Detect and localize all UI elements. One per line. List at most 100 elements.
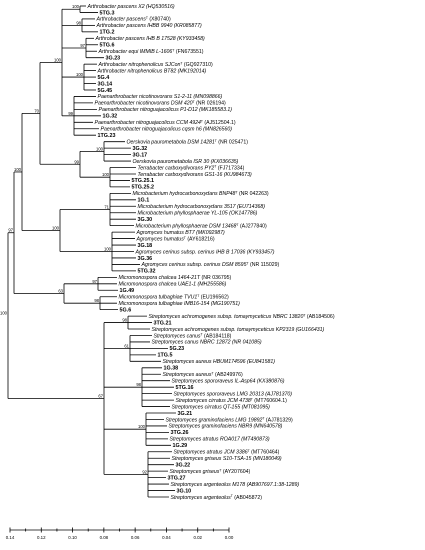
reference-taxon-label: Agromyces cerinus subsp. cerinus IHB B 1… [135, 249, 275, 255]
isolate-label: 5TG.3 [100, 10, 115, 16]
bootstrap-value: 100 [72, 4, 80, 9]
reference-taxon-label: Oerskovia paurometabola DSM 14281T (NR 0… [127, 139, 249, 146]
reference-taxon-label: Streptomyces aureusT (AB249976) [163, 371, 243, 378]
bootstrap-value: 100 [96, 146, 104, 151]
isolate-label: 1G.49 [120, 288, 135, 294]
isolate-label: 3G.10 [177, 488, 192, 494]
reference-taxon-label: Streptomyces argenteolus M178 (AB907697.… [171, 482, 300, 488]
bootstrap-value: 99 [68, 111, 73, 116]
bootstrap-value: 98 [122, 318, 127, 323]
isolate-label: 3G.32 [133, 146, 148, 152]
reference-taxon-label: Micromonospora tulbaghiae IMB16-154 (MG1… [119, 301, 241, 307]
reference-taxon-label: Paenarthrobacter nicotinovorans DSM 420T… [95, 100, 227, 107]
isolate-label: 3G.23 [106, 55, 121, 61]
isolate-label: 1TG.23 [98, 133, 116, 139]
isolate-label: 3TG.26 [171, 430, 189, 436]
reference-taxon-label: Streptomyces graminofaciens NBR9 (MN6405… [169, 424, 283, 430]
scale-tick-label: 0.08 [100, 535, 109, 540]
bootstrap-value: 100 [104, 247, 112, 252]
tree-branches [7, 5, 176, 498]
isolate-label: 3G.21 [178, 411, 193, 417]
reference-taxon-label: Streptomyces spororaveus LMG 20313 (AJ78… [174, 391, 293, 397]
reference-taxon-label: Paenarthrobacter nitroguajacolicus P1-D1… [99, 107, 233, 113]
bootstrap-value: 100 [54, 58, 62, 63]
bootstrap-value: 100 [138, 424, 146, 429]
isolate-label: 3TG.27 [168, 475, 186, 481]
tip-labels: Arthrobacter pascens X2 (HQ530516)5TG.3A… [87, 4, 335, 501]
scale-tick-label: 0.02 [193, 535, 202, 540]
reference-taxon-label: Arthrobacter nitrophenolicus BT82 (MK192… [97, 68, 207, 74]
isolate-label: 3G.18 [138, 243, 153, 249]
bootstrap-value: 92 [142, 469, 147, 474]
isolate-label: 5TG.32 [138, 269, 156, 275]
scale-tick-label: 0.00 [225, 535, 234, 540]
bootstrap-value: 70 [34, 108, 39, 113]
reference-taxon-label: Micromonospora tulbaghiae TVU1T (EU19656… [119, 294, 229, 301]
isolate-label: 5TG.6 [100, 43, 115, 49]
isolate-label: 5G.23 [170, 346, 185, 352]
reference-taxon-label: Paenarthrobacter nicotinovorans S1-2-11 … [98, 94, 223, 100]
reference-taxon-label: Microbacterium phyllosphaerae YL-105 (OK… [138, 211, 258, 217]
reference-taxon-label: Streptomyces atratus JCM 3386T (MT760464… [174, 449, 280, 456]
isolate-label: 5TG.16 [176, 385, 194, 391]
scale-tick-label: 0.12 [37, 535, 46, 540]
reference-taxon-label: Terrabacter carboxydivorans PY2T (FJ7173… [138, 165, 245, 172]
bootstrap-value: 71 [104, 205, 109, 210]
reference-taxon-label: Streptomyces graminofaciens LMG 19892T (… [166, 417, 294, 424]
reference-taxon-label: Streptomyces griseusT (AY207604) [170, 468, 251, 475]
reference-taxon-label: Streptomyces atratus ROA017 (MT490873) [170, 437, 270, 443]
reference-taxon-label: Streptomyces achromogenes subsp. tomaymy… [152, 327, 325, 333]
reference-taxon-label: Streptomyces argenteolusT (AB045872) [171, 494, 263, 501]
bootstrap-value: 100 [76, 72, 84, 77]
isolate-label: 3G.14 [98, 81, 113, 87]
isolate-label: 5G.4 [98, 75, 110, 81]
reference-taxon-label: Oerskovia paurometabola ISR 30 (KX036635… [133, 159, 239, 165]
bootstrap-value: 97 [80, 43, 85, 48]
bootstrap-value: 97 [92, 279, 97, 284]
reference-taxon-label: Arthrobacter pascens IHBB 9940 (KR085877… [96, 23, 203, 29]
isolate-label: 5TG.25.1 [132, 178, 154, 184]
reference-taxon-label: Arthrobacter nitrophenolicus SJConT (GQ9… [98, 61, 214, 68]
isolate-label: 1G.29 [173, 443, 188, 449]
bootstrap-value: 98 [136, 382, 141, 387]
reference-taxon-label: Arthrobacter pascens X2 (HQ530516) [87, 4, 175, 10]
isolate-label: 1TG.5 [158, 353, 173, 359]
reference-taxon-label: Microbacterium hydrocarbonoxydans BNP48T… [133, 191, 269, 198]
scale-tick-label: 0.04 [162, 535, 171, 540]
reference-taxon-label: Streptomyces canusT (AB184118) [154, 333, 232, 340]
bootstrap-values: 1009897100991001007110097989861981009210… [0, 4, 148, 474]
reference-taxon-label: Microbacterium hydrocarbonoxydans 3517 (… [138, 204, 266, 210]
isolate-label: 5G.6 [120, 307, 132, 313]
reference-taxon-label: Streptomyces aureus HBUM174596 (EU841581… [163, 359, 276, 365]
isolate-label: 1G.38 [164, 366, 179, 372]
reference-taxon-label: Arthrobacter pascens IHB B 17528 (KY9334… [95, 36, 206, 42]
isolate-label: 3G.30 [138, 217, 153, 223]
bootstrap-value: 61 [124, 343, 129, 348]
isolate-label: 1G.1 [138, 198, 150, 204]
isolate-label: 3TG.21 [154, 320, 172, 326]
isolate-label: 3G.17 [133, 152, 148, 158]
reference-taxon-label: Micromonospora chalcea UAE1-1 (MH255586) [119, 282, 227, 288]
scale-tick-label: 0.10 [68, 535, 77, 540]
isolate-label: 3G.36 [138, 256, 153, 262]
reference-taxon-label: Agromyces humatus BT7 (MK092987) [136, 230, 225, 236]
reference-taxon-label: Agromyces humatusT (AY618216) [136, 236, 215, 243]
bootstrap-value: 100 [0, 311, 8, 316]
reference-taxon-label: Paenarthrobacter nitroguajacolicus CCM 4… [95, 119, 236, 126]
reference-taxon-label: Paenarthrobacter nitroguajacolicus cqsm … [101, 127, 233, 133]
bootstrap-value: 63 [58, 288, 63, 293]
reference-taxon-label: Streptomyces cirratus QT-155 (MT081095) [172, 404, 271, 410]
reference-taxon-label: Streptomyces canus NBRC 12872 (NR 041085… [152, 340, 262, 346]
reference-taxon-label: Arthrobacter equi IMMIB L-1606T (FN67355… [98, 48, 204, 55]
bootstrap-value: 98 [76, 20, 81, 25]
reference-taxon-label: Microbacterium phyllosphaerae DSM 13468T… [136, 223, 268, 230]
reference-taxon-label: Streptomyces cirratus JCM 4738T (MT76060… [176, 397, 288, 404]
bootstrap-value: 99 [74, 159, 79, 164]
reference-taxon-label: Arthrobacter pascensT (X80740) [96, 16, 171, 23]
reference-taxon-label: Streptomyces achromogenes subsp. tomaymy… [149, 313, 335, 320]
bootstrap-value: 100 [14, 167, 22, 172]
isolate-label: 1TG.2 [100, 30, 115, 36]
bootstrap-value: 97 [8, 228, 13, 233]
isolate-label: 5TG.25.2 [132, 185, 154, 191]
